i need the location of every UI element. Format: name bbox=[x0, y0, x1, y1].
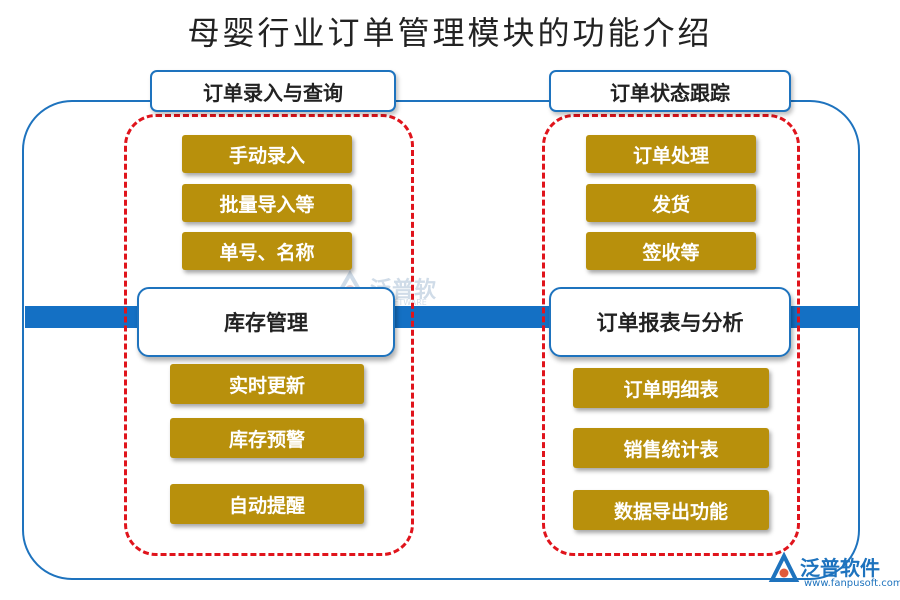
right-item-shipping[interactable]: 发货 bbox=[586, 184, 756, 222]
left-item-batch-import[interactable]: 批量导入等 bbox=[182, 184, 352, 222]
left-header: 订单录入与查询 bbox=[150, 70, 396, 112]
left-item-stock-alert[interactable]: 库存预警 bbox=[170, 418, 364, 458]
left-item-order-number-name[interactable]: 单号、名称 bbox=[182, 232, 352, 270]
left-item-auto-reminder[interactable]: 自动提醒 bbox=[170, 484, 364, 524]
brand-logo: 泛普软件 www.fanpusoft.com bbox=[768, 550, 900, 596]
right-item-order-processing[interactable]: 订单处理 bbox=[586, 135, 756, 173]
page-title: 母婴行业订单管理模块的功能介绍 bbox=[187, 14, 713, 52]
right-item-order-details[interactable]: 订单明细表 bbox=[573, 368, 769, 408]
brand-logo-icon bbox=[768, 552, 800, 582]
left-item-realtime-update[interactable]: 实时更新 bbox=[170, 364, 364, 404]
right-item-data-export[interactable]: 数据导出功能 bbox=[573, 490, 769, 530]
right-dashed-group bbox=[542, 114, 800, 556]
brand-logo-url: www.fanpusoft.com bbox=[804, 578, 900, 589]
right-middle-box: 订单报表与分析 bbox=[549, 287, 791, 357]
right-header: 订单状态跟踪 bbox=[549, 70, 791, 112]
left-dashed-group bbox=[124, 114, 414, 556]
outer-frame bbox=[22, 100, 860, 580]
left-item-manual-entry[interactable]: 手动录入 bbox=[182, 135, 352, 173]
right-item-sign-receipt[interactable]: 签收等 bbox=[586, 232, 756, 270]
left-middle-box: 库存管理 bbox=[137, 287, 395, 357]
right-item-sales-stats[interactable]: 销售统计表 bbox=[573, 428, 769, 468]
brand-logo-name: 泛普软件 bbox=[800, 556, 880, 580]
